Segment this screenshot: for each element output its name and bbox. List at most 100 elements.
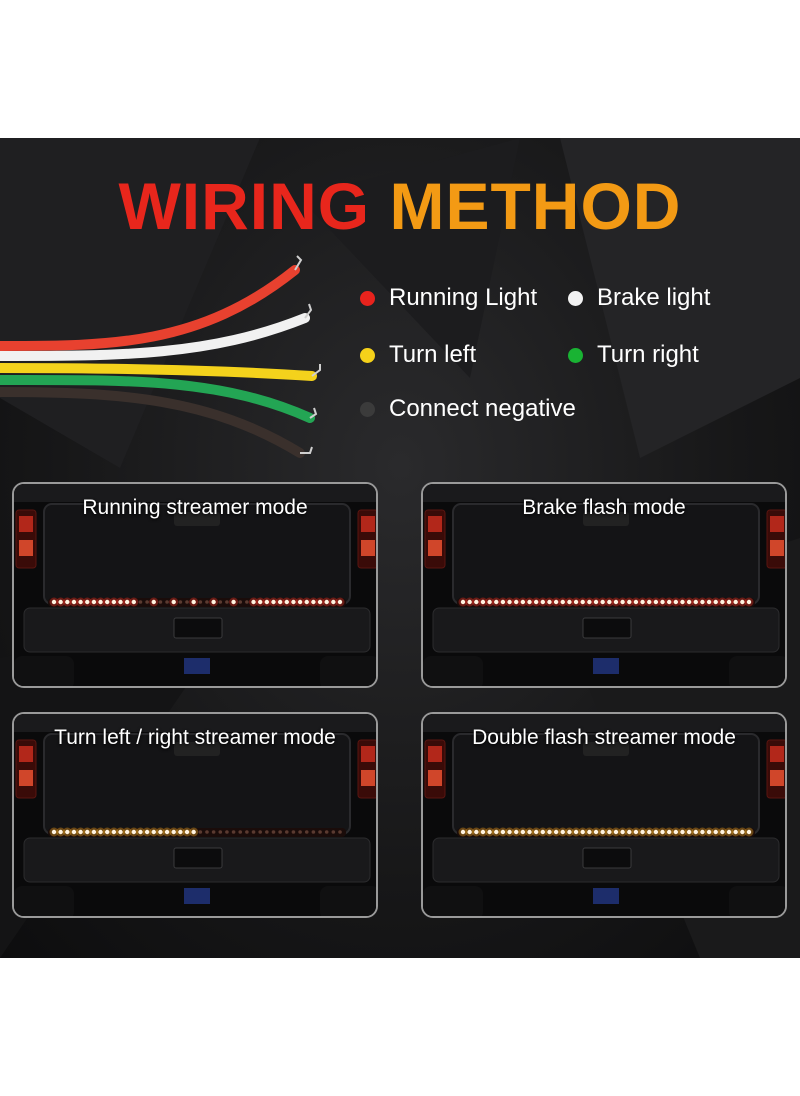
led-light — [593, 829, 599, 835]
mode-label: Turn left / right streamer mode — [54, 726, 336, 749]
led-light — [131, 599, 137, 605]
led-light — [58, 829, 63, 835]
mode-card-double: Double flash streamer mode — [421, 712, 787, 918]
legend-label: Turn right — [597, 341, 699, 368]
led-off — [165, 600, 169, 604]
led-light — [653, 599, 659, 605]
led-light — [191, 599, 196, 605]
truck-tailgate-illustration — [423, 484, 785, 686]
tire-right — [320, 886, 376, 916]
mode-card-brake: Brake flash mode — [421, 482, 787, 688]
led-light — [533, 599, 539, 605]
led-light — [487, 829, 492, 835]
led-off — [318, 830, 322, 834]
led-light — [51, 599, 57, 605]
led-off — [251, 830, 256, 834]
led-off — [185, 600, 189, 604]
led-light — [85, 599, 90, 605]
led-off — [284, 830, 289, 834]
led-light — [277, 599, 283, 605]
led-light — [680, 829, 685, 835]
led-off — [258, 830, 262, 834]
led-light — [118, 599, 123, 605]
led-light — [184, 829, 190, 835]
led-light — [540, 599, 546, 605]
legend-label: Brake light — [597, 284, 711, 311]
hitch — [184, 888, 210, 904]
tire-left — [423, 656, 483, 686]
led-light — [91, 599, 97, 605]
wire-bundle-illustration — [0, 255, 321, 458]
tailgate-handle — [583, 512, 629, 526]
legend-turn-right: Turn right — [568, 340, 699, 370]
led-off — [304, 830, 309, 834]
license-plate — [173, 617, 223, 639]
legend-label: Running Light — [389, 284, 538, 311]
led-light — [633, 599, 639, 605]
led-light — [480, 599, 486, 605]
license-plate — [582, 847, 632, 869]
tailgate-handle — [174, 742, 220, 756]
led-light — [600, 599, 605, 605]
led-light — [553, 829, 559, 835]
truck-tailgate-illustration — [14, 714, 376, 916]
led-light — [567, 599, 572, 605]
led-light — [331, 599, 336, 605]
led-off — [271, 830, 276, 834]
led-light — [111, 829, 117, 835]
legend-brake-light: Brake light — [568, 283, 710, 313]
led-off — [338, 830, 342, 834]
led-light — [660, 599, 665, 605]
legend-label: Turn left — [389, 341, 477, 368]
led-light — [593, 599, 599, 605]
mode-label: Running streamer mode — [82, 496, 308, 519]
led-off — [324, 830, 329, 834]
led-light — [746, 829, 752, 835]
green-wire — [0, 374, 315, 423]
green-dot-icon — [568, 347, 583, 363]
led-light — [105, 599, 110, 605]
led-light — [560, 829, 565, 835]
led-light — [713, 599, 718, 605]
led-light — [627, 599, 632, 605]
led-strip — [457, 828, 755, 837]
led-light — [460, 829, 466, 835]
led-light — [573, 599, 579, 605]
led-off — [205, 600, 209, 604]
led-light — [78, 599, 83, 605]
led-off — [211, 830, 216, 834]
led-light — [151, 829, 156, 835]
led-light — [740, 829, 745, 835]
led-light — [171, 599, 176, 605]
tire-right — [320, 656, 376, 686]
legend-connect-negative: Connect negative — [360, 394, 576, 424]
led-light — [620, 599, 625, 605]
led-off — [205, 830, 209, 834]
led-light — [540, 829, 546, 835]
tailgate-handle — [583, 742, 629, 756]
led-light — [600, 829, 605, 835]
led-light — [85, 829, 90, 835]
led-light — [587, 829, 592, 835]
led-off — [198, 830, 203, 834]
led-strip — [48, 598, 346, 607]
led-off — [225, 600, 229, 604]
led-light — [98, 599, 103, 605]
led-light — [706, 599, 712, 605]
led-light — [507, 599, 512, 605]
title-part-2: METHOD — [389, 169, 682, 243]
truck-tailgate-illustration — [423, 714, 785, 916]
led-light — [51, 829, 57, 835]
led-light — [700, 599, 705, 605]
led-off — [178, 600, 183, 604]
led-light — [111, 599, 117, 605]
led-light — [460, 599, 466, 605]
led-light — [666, 829, 672, 835]
led-off — [265, 830, 269, 834]
yellow-wire — [0, 363, 317, 381]
led-light — [660, 829, 665, 835]
led-light — [640, 829, 645, 835]
led-light — [706, 829, 712, 835]
led-off — [245, 830, 249, 834]
led-light — [580, 599, 585, 605]
